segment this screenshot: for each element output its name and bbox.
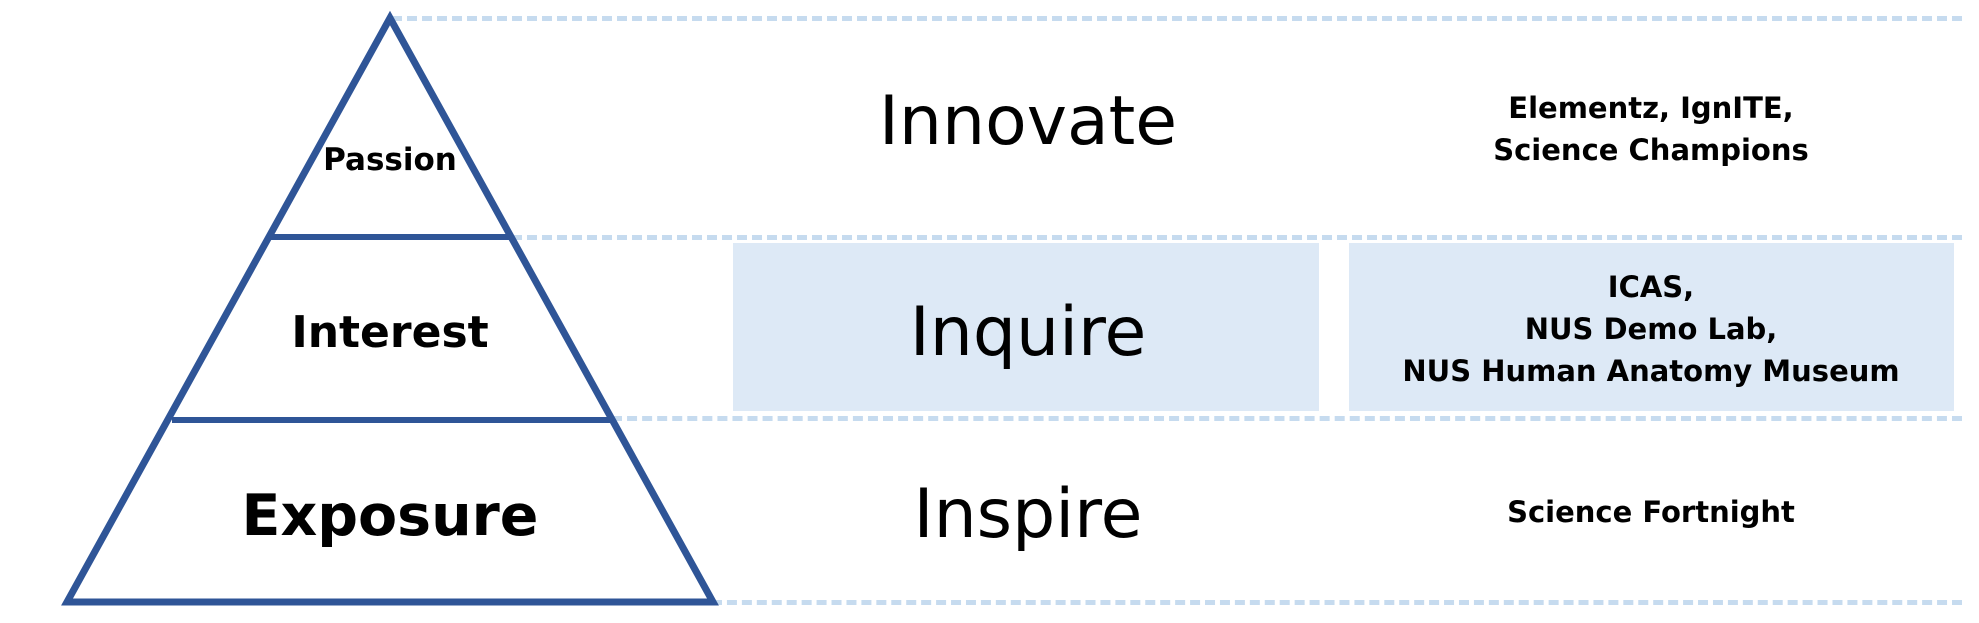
pyramid-outline xyxy=(61,10,719,606)
program-line: NUS Human Anatomy Museum xyxy=(1402,354,1900,388)
programs-innovate: Elementz, IgnITE, Science Champions xyxy=(1351,87,1951,171)
tier-label-passion: Passion xyxy=(323,142,457,178)
tier-label-exposure: Exposure xyxy=(241,483,539,549)
separator-line-top xyxy=(392,16,1962,21)
program-line: NUS Demo Lab, xyxy=(1524,312,1778,346)
inquire-highlight-box xyxy=(733,243,1319,411)
programs-inquire: ICAS, NUS Demo Lab, NUS Human Anatomy Mu… xyxy=(1351,266,1951,392)
program-line: Science Champions xyxy=(1493,133,1809,167)
program-line: ICAS, xyxy=(1607,270,1695,304)
separator-line-upper xyxy=(512,235,1962,240)
separator-line-bottom xyxy=(712,600,1962,605)
tier-label-interest: Interest xyxy=(291,307,489,358)
action-label-inspire: Inspire xyxy=(913,475,1143,554)
program-line: Elementz, IgnITE, xyxy=(1508,91,1794,125)
inquire-programs-highlight-box xyxy=(1349,243,1954,411)
programs-inspire: Science Fortnight xyxy=(1351,491,1951,533)
action-label-innovate: Innovate xyxy=(878,82,1178,161)
program-line: Science Fortnight xyxy=(1507,495,1795,529)
action-label-inquire: Inquire xyxy=(909,293,1147,372)
separator-line-lower xyxy=(612,416,1962,421)
